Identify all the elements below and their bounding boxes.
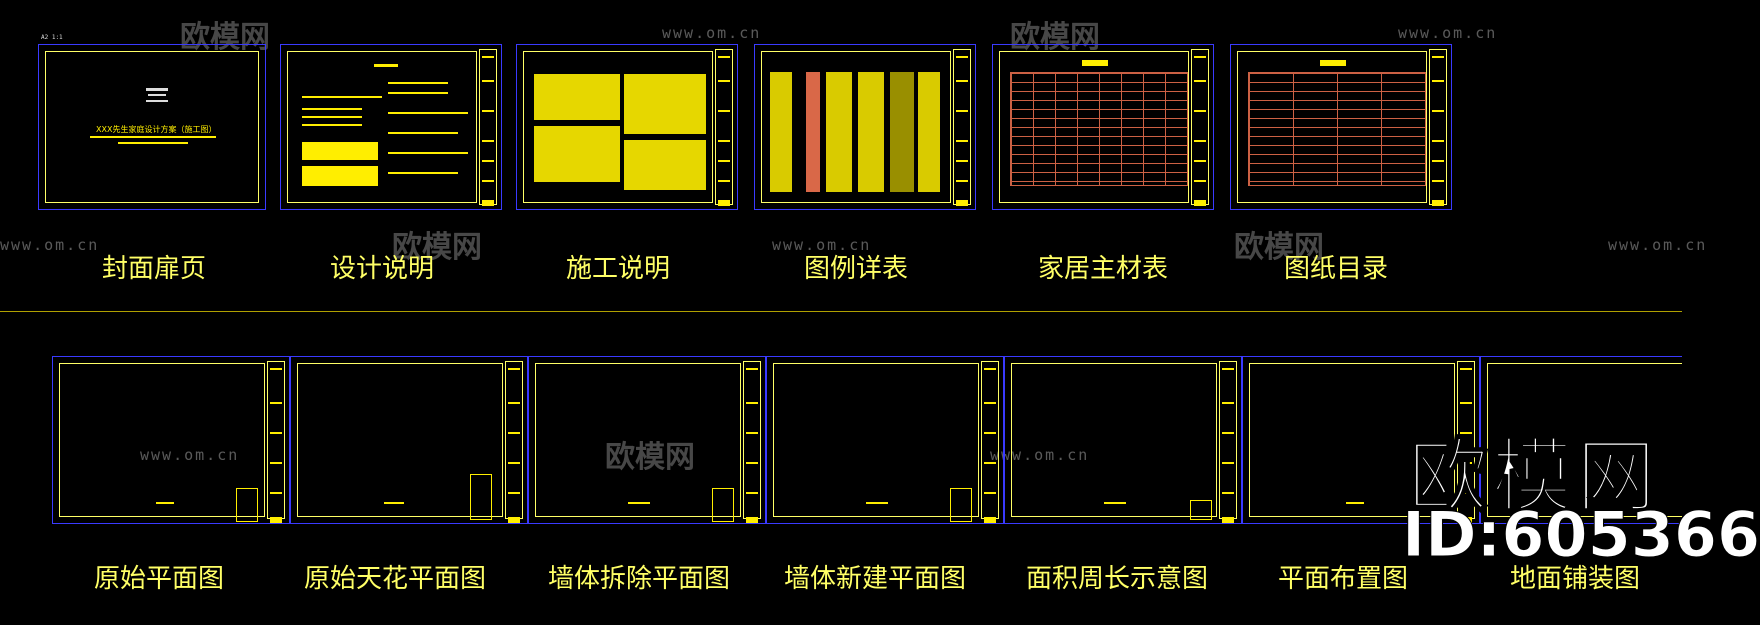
caption-materials-table: 家居主材表 [1038,254,1169,284]
title-block [743,361,761,523]
caption-area-perimeter-plan: 面积周长示意图 [1026,564,1209,594]
caption-original-ceiling-plan: 原始天花平面图 [304,564,487,594]
sheet-legend[interactable] [754,44,976,210]
sheet-frame [773,363,979,522]
watermark-url: www.om.cn [1398,24,1498,42]
title-block [505,361,523,523]
sheet-area-perimeter-plan[interactable] [1004,356,1242,524]
watermark-url: www.om.cn [0,236,100,254]
title-block [715,49,733,206]
watermark-url: www.om.cn [1608,236,1708,254]
caption-floor-paving-plan: 地面铺装图 [1510,564,1641,594]
sheet-wall-demolition-plan[interactable] [528,356,766,524]
title-block [1219,361,1237,523]
sheet-frame [297,363,503,520]
watermark-brand: 欧模网 [605,440,695,475]
watermark-brand: 欧模网 [392,230,482,265]
sheet-frame [1237,51,1427,203]
model-id-label: ID:605366 [1401,498,1760,572]
watermark-url: www.om.cn [990,446,1090,464]
caption-legend: 图例详表 [804,254,909,284]
watermark-url: www.om.cn [662,24,762,42]
cover-title: XXX先生家庭设计方案（施工图） [96,125,217,134]
sheet-frame [59,363,265,522]
sheet-frame [523,51,713,203]
sheet-materials-table[interactable] [992,44,1214,210]
sheet-frame [1011,363,1217,520]
caption-drawing-index: 图纸目录 [1284,254,1389,284]
watermark-brand: 欧模网 [180,20,270,55]
sheet-frame [1249,363,1455,517]
title-block [1191,49,1209,206]
title-block [981,361,999,523]
sheet-frame [535,363,741,522]
sheet-floor-paving-plan[interactable] [1480,356,1682,524]
caption-design-notes: 设计说明 [330,254,435,284]
sheet-frame: XXX先生家庭设计方案（施工图） [45,51,259,203]
sheet-frame [999,51,1189,203]
title-block [267,361,285,523]
caption-furniture-layout-plan: 平面布置图 [1278,564,1409,594]
title-block [1429,49,1447,206]
sheet-frame [761,51,951,203]
caption-cover: 封面扉页 [102,254,207,284]
title-block [479,49,497,206]
row-divider [0,311,1682,312]
sheet-construction-notes[interactable] [516,44,738,210]
watermark-url: www.om.cn [140,446,240,464]
sheet-original-plan[interactable] [52,356,290,524]
sheet-drawing-index[interactable] [1230,44,1452,210]
sheet-frame [287,51,477,203]
caption-new-wall-plan: 墙体新建平面图 [784,564,967,594]
materials-table-grid [1010,72,1188,186]
title-block [1457,361,1475,523]
sheet-new-wall-plan[interactable] [766,356,1004,524]
sheet-scale-label: A2 1:1 [41,34,63,41]
caption-original-plan: 原始平面图 [94,564,225,594]
watermark-brand: 欧模网 [1234,230,1324,265]
title-block [953,49,971,206]
sheet-design-notes[interactable] [280,44,502,210]
caption-construction-notes: 施工说明 [566,254,671,284]
watermark-url: www.om.cn [772,236,872,254]
sheet-original-ceiling-plan[interactable] [290,356,528,524]
index-table-grid [1248,72,1426,186]
sheet-frame [1487,363,1682,517]
caption-wall-demolition-plan: 墙体拆除平面图 [548,564,731,594]
brand-logo-text: 欧模网 [1407,429,1660,524]
sheet-furniture-layout-plan[interactable] [1242,356,1480,524]
watermark-brand: 欧模网 [1010,20,1100,55]
sheet-cover[interactable]: A2 1:1 XXX先生家庭设计方案（施工图） [38,34,266,210]
